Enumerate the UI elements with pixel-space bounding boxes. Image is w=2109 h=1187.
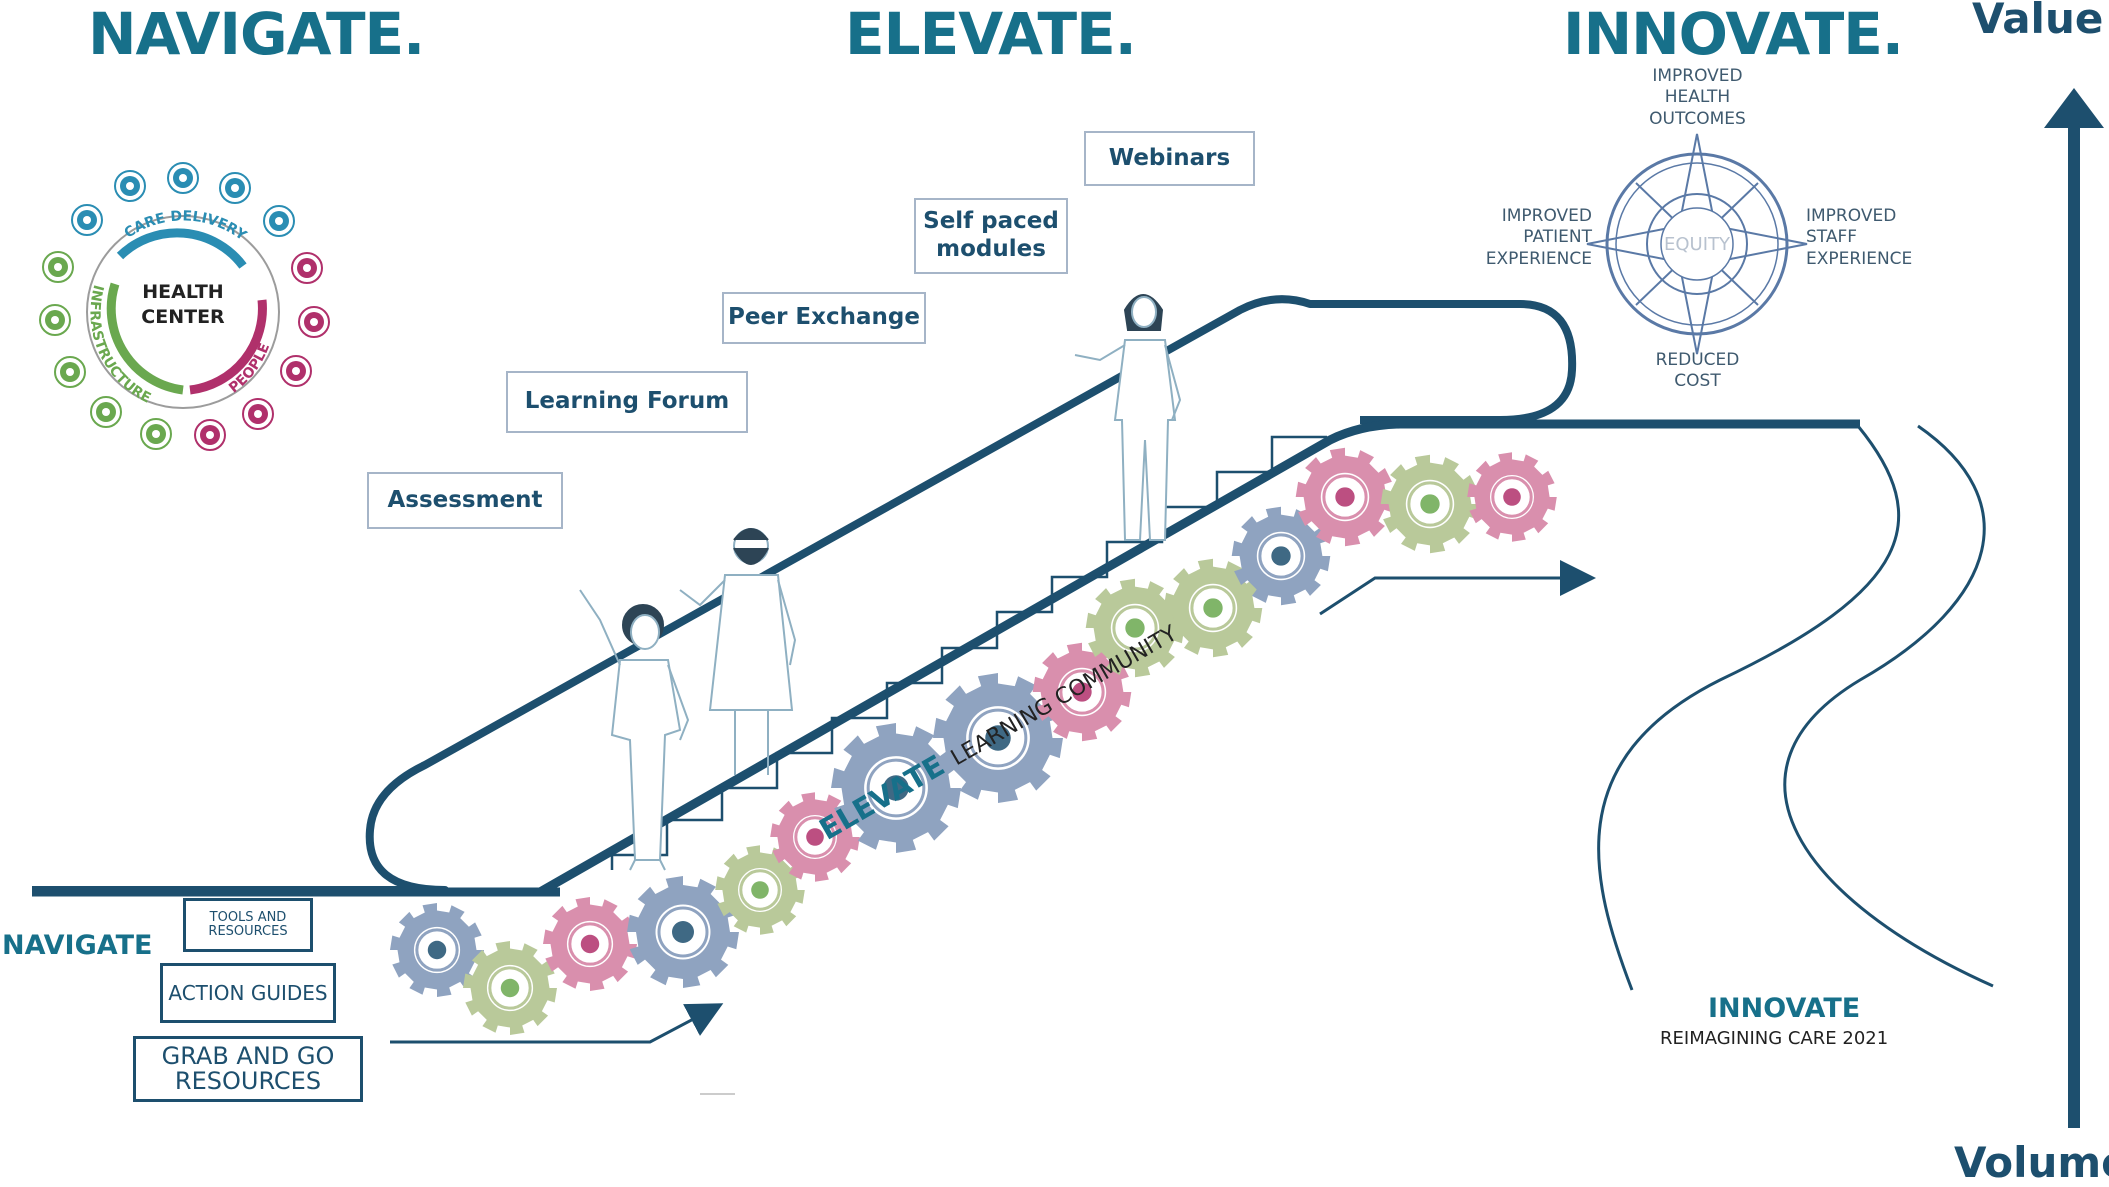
ring-heart-icon xyxy=(219,172,251,204)
box-assessment: Assessment xyxy=(367,472,563,529)
ring-tree-icon xyxy=(280,355,312,387)
nurse-figure xyxy=(579,589,690,871)
ring-home-icon xyxy=(114,170,146,202)
ring-hand-coin-icon xyxy=(42,251,74,283)
heading-elevate: ELEVATE. xyxy=(845,0,1137,68)
gear-flask-icon xyxy=(933,673,1063,803)
stair-action-guides: ACTION GUIDES xyxy=(160,963,336,1023)
gears-group xyxy=(390,447,1557,1035)
compass-label-right: IMPROVED STAFF EXPERIENCE xyxy=(1806,206,1913,269)
stair-tools-and-resources: TOOLS AND RESOURCES xyxy=(183,898,313,952)
compass-label-bottom: REDUCED COST xyxy=(1655,350,1740,392)
innovate-title: INNOVATE xyxy=(1708,993,1861,1024)
box-learning-forum: Learning Forum xyxy=(506,371,748,433)
box-self-paced-modules: Self paced modules xyxy=(914,198,1068,274)
ring-chart-icon xyxy=(140,418,172,450)
gear-heart-hands-icon xyxy=(770,792,860,882)
compass-label-top: IMPROVED HEALTH OUTCOMES xyxy=(1649,66,1746,129)
gear-bank-icon xyxy=(1380,454,1480,554)
ring-pie-icon xyxy=(263,205,295,237)
gear-org-chart-icon xyxy=(627,876,739,988)
ring-heart-hands-icon xyxy=(298,306,330,338)
ring-flask-icon xyxy=(167,162,199,194)
gear-handshake-icon xyxy=(1295,447,1395,547)
elevate-arrow xyxy=(1319,560,1596,616)
doctor-figure xyxy=(679,528,797,775)
health-center-title: HEALTH CENTER xyxy=(141,281,225,328)
gear-dollar-icon xyxy=(1163,558,1263,658)
winding-road xyxy=(1597,424,1994,991)
gear-pie-icon xyxy=(1231,506,1331,606)
gear-home-icon xyxy=(390,903,484,997)
box-peer-exchange: Peer Exchange xyxy=(722,292,926,344)
ring-handshake-icon xyxy=(242,398,274,430)
compass: EQUITY xyxy=(1586,133,1808,355)
gear-group-icon xyxy=(1467,452,1557,542)
heading-innovate: INNOVATE. xyxy=(1563,0,1904,68)
ring-bank-icon xyxy=(54,356,86,388)
compass-center-label: EQUITY xyxy=(1664,234,1731,255)
navigate-label: NAVIGATE xyxy=(2,930,153,961)
escalator xyxy=(32,295,1860,897)
gear-wifi-icon xyxy=(715,845,805,935)
ring-wifi-icon xyxy=(90,396,122,428)
escalator-steps xyxy=(610,435,1327,870)
woman-figure xyxy=(1074,294,1182,541)
gear-tree-icon xyxy=(543,897,637,991)
gear-heartbeat-icon xyxy=(831,723,961,853)
ring-dollar-icon xyxy=(39,304,71,336)
gear-hand-coin-icon xyxy=(1085,578,1185,678)
innovate-subtitle: REIMAGINING CARE 2021 xyxy=(1660,1028,1889,1049)
navigate-arrow xyxy=(390,1003,724,1044)
compass-label-left: IMPROVED PATIENT EXPERIENCE xyxy=(1485,206,1592,269)
box-webinars: Webinars xyxy=(1084,131,1255,186)
axis-label-volume: Volume xyxy=(1954,1138,2109,1187)
ring-org-chart-icon xyxy=(71,204,103,236)
gear-chart-icon xyxy=(463,941,557,1035)
ring-group-icon xyxy=(291,252,323,284)
stair-grab-and-go: GRAB AND GO RESOURCES xyxy=(133,1036,363,1102)
heading-navigate: NAVIGATE. xyxy=(88,0,425,68)
axis-label-value: Value xyxy=(1972,0,2104,43)
ring-handshake-icon xyxy=(194,419,226,451)
value-axis-arrow xyxy=(2044,88,2104,1128)
